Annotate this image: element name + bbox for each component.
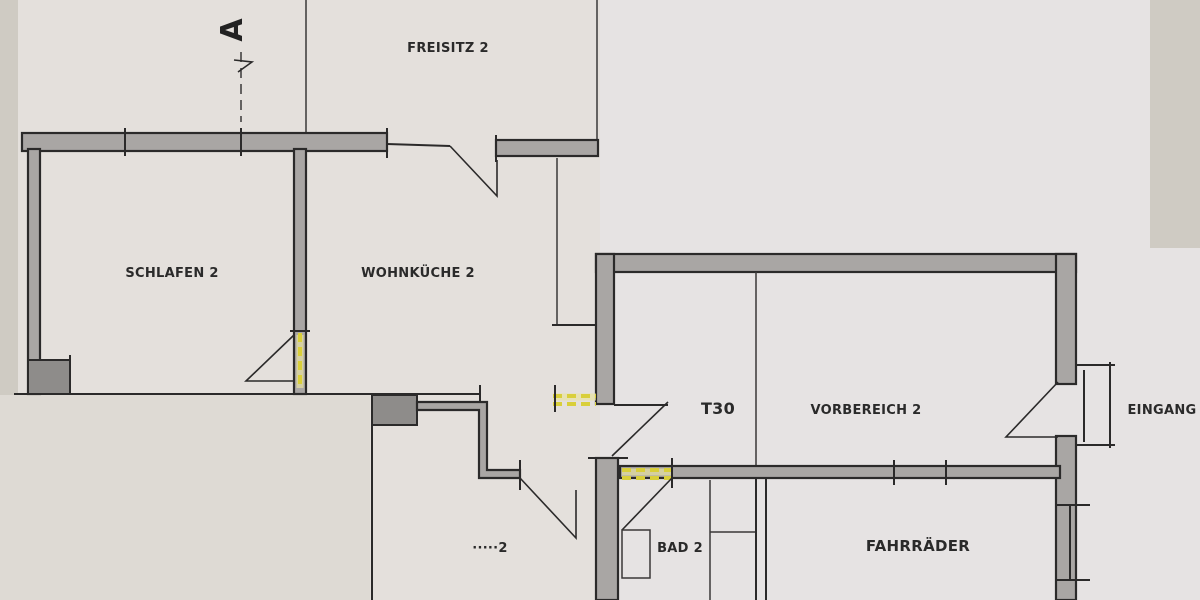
room-label-eingang: EINGANG [1128, 403, 1197, 418]
flur-walls [371, 394, 577, 600]
paper-sheet-right [600, 0, 1150, 250]
door-swing-t30 [611, 401, 669, 457]
section-marker-label: A [215, 18, 250, 42]
room-label-schlafen: SCHLAFEN 2 [125, 266, 218, 281]
bad-fixture [621, 529, 651, 579]
door-swing-bad [621, 477, 673, 531]
door-swing-schlafen [244, 334, 295, 382]
north-wall [20, 128, 600, 162]
paper-lower-left [0, 395, 370, 600]
corridor-wall [618, 458, 1062, 488]
east-block-walls [594, 252, 1115, 600]
room-label-vorbereich: VORBEREICH 2 [810, 403, 921, 418]
room-label-bad: BAD 2 [657, 541, 703, 556]
room-label-freisitz: FREISITZ 2 [407, 41, 489, 56]
west-wall [26, 147, 42, 396]
section-marker-a: A [215, 18, 255, 122]
room-label-wohnkueche: WOHNKÜCHE 2 [361, 265, 475, 281]
room-label-flur: ·····2 [472, 541, 508, 556]
west-corner-block [27, 359, 71, 395]
door-swing-eingang [1004, 381, 1059, 438]
room-label-t30: T30 [701, 399, 735, 418]
paper-sheet-lower-right [600, 248, 1200, 600]
freisitz-boundary [305, 0, 598, 140]
shaft-column [594, 456, 620, 600]
room-label-fahrraeder: FAHRRÄDER [866, 536, 970, 555]
door-swing-flur [519, 477, 577, 541]
door-swing-north [449, 145, 498, 199]
